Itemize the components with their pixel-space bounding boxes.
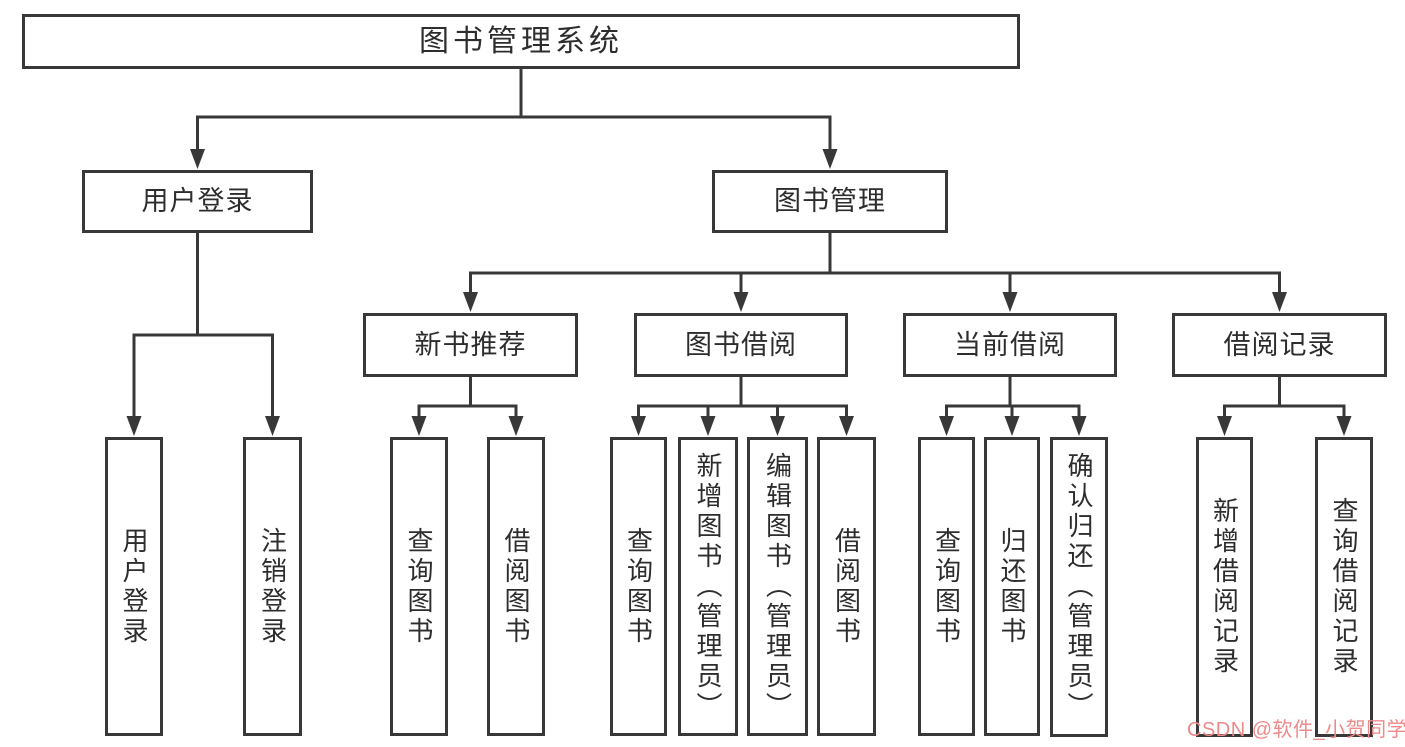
node-current-borrow: 当前借阅 [903,313,1117,377]
arrowhead-icon [631,416,646,436]
arrowhead-icon [939,416,954,436]
node-label: 注销登录 [257,526,288,647]
node-book-mgmt: 图书管理 [712,170,948,233]
node-br-query: 查询借阅记录 [1315,437,1373,737]
node-label: 用户登录 [141,186,254,216]
node-bb-query: 查询图书 [610,437,667,736]
arrowhead-icon [126,416,142,436]
node-cb-query: 查询图书 [918,437,975,736]
arrowhead-icon [822,149,838,169]
arrowhead-icon [700,416,716,436]
arrowhead-icon [1336,416,1352,436]
arrowhead-icon [770,416,785,436]
node-borrow-record: 借阅记录 [1172,313,1387,377]
arrowhead-icon [190,149,205,169]
arrowhead-icon [1272,292,1287,312]
node-label: 新书推荐 [414,329,527,360]
node-label: 查询借阅记录 [1329,497,1359,677]
node-label: 编辑图书（管理员） [762,451,793,722]
arrowhead-icon [508,416,524,436]
arrowhead-icon [411,416,427,436]
node-nb-borrow: 借阅图书 [487,437,545,736]
node-label: 查询图书 [931,526,962,647]
node-label: 当前借阅 [954,329,1066,360]
node-label: 图书管理 [774,186,886,216]
node-cb-return: 归还图书 [984,437,1040,736]
arrowhead-icon [1071,416,1087,436]
node-label: 归还图书 [997,526,1027,647]
node-book-borrow: 图书借阅 [634,313,848,377]
node-new-book: 新书推荐 [363,313,578,377]
node-user-login: 用户登录 [82,170,313,233]
node-label: 确认归还（管理员） [1064,452,1094,722]
arrowhead-icon [265,416,280,436]
node-bb-add: 新增图书（管理员） [678,437,738,736]
node-nb-query: 查询图书 [390,437,448,736]
arrowhead-icon [463,292,478,312]
node-br-add: 新增借阅记录 [1196,437,1253,737]
node-leaf-logout: 注销登录 [243,437,302,736]
node-bb-borrow: 借阅图书 [817,437,876,736]
arrowhead-icon [1004,416,1020,436]
node-label: 查询图书 [623,526,654,647]
node-bb-edit: 编辑图书（管理员） [747,437,808,736]
node-label: 查询图书 [404,526,434,647]
node-label: 图书管理系统 [419,24,623,58]
node-leaf-user-login: 用户登录 [105,437,163,736]
node-label: 新增借阅记录 [1209,497,1240,677]
node-label: 借阅记录 [1223,329,1336,360]
arrowhead-icon [733,292,749,312]
node-label: 借阅图书 [831,526,862,647]
watermark: CSDN @软件_小贺同学 [1187,719,1405,741]
node-root: 图书管理系统 [22,14,1020,69]
arrowhead-icon [1217,416,1232,436]
arrowhead-icon [839,416,854,436]
node-cb-confirm: 确认归还（管理员） [1050,437,1108,737]
node-label: 借阅图书 [501,526,531,647]
arrowhead-icon [1002,292,1018,312]
node-label: 图书借阅 [685,329,797,360]
node-label: 新增图书（管理员） [693,451,723,722]
node-label: 用户登录 [119,526,149,647]
